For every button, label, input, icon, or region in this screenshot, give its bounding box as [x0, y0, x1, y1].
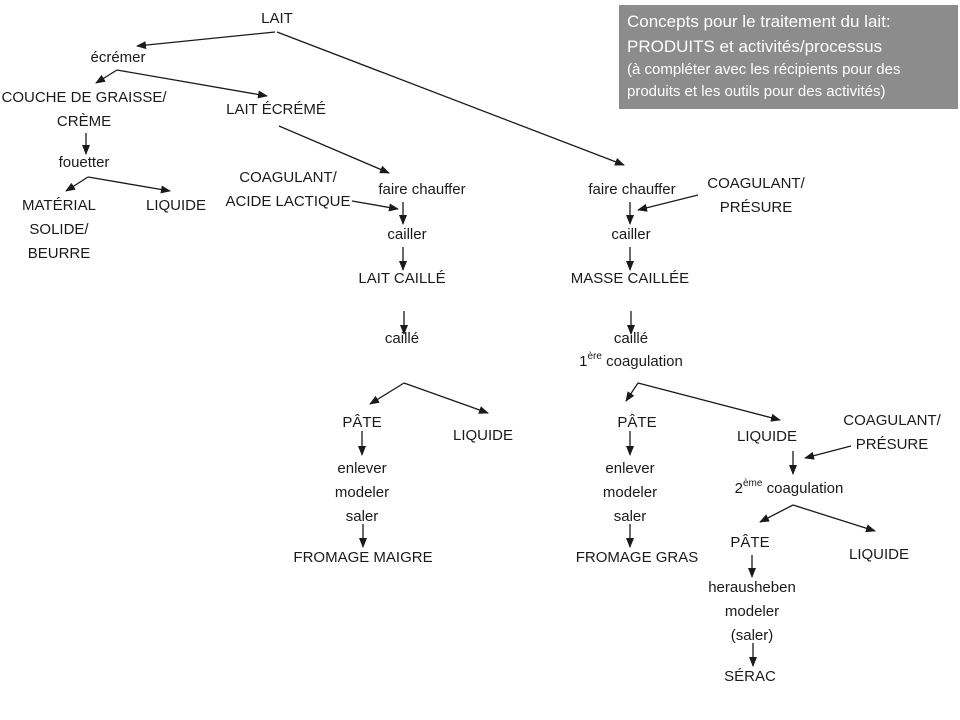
node-fromage-gras: FROMAGE GRAS: [575, 549, 699, 566]
legend-note-line2: produits et les outils pour des activité…: [627, 83, 886, 100]
edge-split-liquide-1: [403, 382, 489, 414]
edge-lait-faire-chauffer-2: [276, 31, 625, 166]
node-coag-acide-line2: ACIDE LACTIQUE: [225, 193, 351, 210]
edge-fouetter-materiel: [65, 176, 89, 192]
edge-split-pate-3: [759, 504, 794, 523]
node-coag-presure-1-line2: PRÉSURE: [719, 199, 793, 216]
node-masse-caillee: MASSE CAILLÉE: [570, 270, 690, 287]
node-serac: SÉRAC: [724, 668, 776, 685]
coagulation-2-text: coagulation: [762, 480, 844, 497]
node-liquide-2: LIQUIDE: [736, 428, 798, 445]
legend-title-line1: Concepts pour le traitement du lait:: [627, 12, 891, 31]
node-steps-3: herausheben modeler (saler): [708, 576, 796, 648]
node-materiel-solide: MATÉRIAL SOLIDE/ BEURRE: [22, 194, 96, 266]
node-lait: LAIT: [261, 10, 293, 27]
node-materiel-line3: BEURRE: [27, 245, 91, 262]
node-steps-2-line2: modeler: [602, 484, 658, 501]
node-caille-1: caillé: [384, 330, 420, 347]
node-coag-presure-2-line1: COAGULANT/: [843, 412, 941, 429]
coagulation-2-number: 2: [734, 480, 743, 497]
node-pate-1: PÂTE: [342, 414, 382, 431]
edge-coag-presure-2-coagulation-2: [804, 445, 852, 460]
node-steps-1: enlever modeler saler: [335, 457, 389, 529]
node-steps-3-line2: modeler: [724, 603, 780, 620]
node-cailler-2: cailler: [611, 226, 651, 243]
edge-ecremer-couche: [95, 69, 118, 84]
node-fouetter: fouetter: [58, 154, 110, 171]
node-lait-ecreme: LAIT ÉCRÉMÉ: [226, 101, 326, 118]
node-steps-2-line1: enlever: [605, 460, 655, 477]
node-steps-3-line1: herausheben: [708, 579, 796, 596]
edge-lait-ecreme-faire-chauffer-1: [278, 125, 390, 174]
edge-split-liquide-3: [792, 504, 876, 533]
coagulation-1-superscript: ère: [587, 351, 602, 362]
node-steps-1-line2: modeler: [334, 484, 390, 501]
node-coag-presure-2-line2: PRÉSURE: [855, 436, 929, 453]
node-coagulant-presure-1: COAGULANT/ PRÉSURE: [707, 172, 805, 220]
node-coagulation-1: 1ère coagulation: [579, 350, 683, 374]
node-steps-2-line3: saler: [613, 508, 647, 525]
node-steps-1-line3: saler: [345, 508, 379, 525]
node-materiel-line1: MATÉRIAL: [22, 197, 96, 214]
node-coag-acide-line1: COAGULANT/: [239, 169, 337, 186]
node-cailler-1: cailler: [387, 226, 427, 243]
node-faire-chauffer-1: faire chauffer: [378, 181, 466, 198]
edge-lait-ecremer: [136, 31, 276, 50]
node-fromage-maigre: FROMAGE MAIGRE: [293, 549, 433, 566]
node-pate-2: PÂTE: [617, 414, 657, 431]
node-coag-presure-1-line1: COAGULANT/: [707, 175, 805, 192]
edge-split-pate-2: [625, 382, 639, 402]
coagulation-1-text: coagulation: [601, 353, 683, 370]
node-couche-line2: CRÈME: [56, 113, 112, 130]
edge-coag-presure-1-cailler-2: [637, 194, 699, 212]
node-steps-2: enlever modeler saler: [603, 457, 657, 529]
node-faire-chauffer-2: faire chauffer: [588, 181, 676, 198]
node-pate-3: PÂTE: [730, 534, 770, 551]
node-coagulant-presure-2: COAGULANT/ PRÉSURE: [843, 409, 941, 457]
coagulation-2-superscript: ème: [742, 478, 763, 489]
node-steps-3-line3: (saler): [730, 627, 774, 644]
node-coagulant-acide-lactique: COAGULANT/ ACIDE LACTIQUE: [225, 166, 350, 214]
node-steps-1-line1: enlever: [337, 460, 387, 477]
node-couche-de-graisse: COUCHE DE GRAISSE/ CRÈME: [1, 86, 166, 134]
legend-note-line1: (à compléter avec les récipients pour de…: [627, 61, 901, 78]
node-materiel-line2: SOLIDE/: [29, 221, 89, 238]
legend-box: Concepts pour le traitement du lait: PRO…: [619, 5, 958, 109]
legend-title-line2: PRODUITS et activités/processus: [627, 37, 883, 56]
edge-split-liquide-2: [637, 382, 781, 422]
edge-ecremer-lait-ecreme: [116, 69, 268, 99]
node-ecremer: écrémer: [90, 49, 146, 66]
node-liquide-creme: LIQUIDE: [145, 197, 207, 214]
edge-split-pate-1: [369, 382, 405, 405]
node-couche-line1: COUCHE DE GRAISSE/: [1, 89, 167, 106]
node-lait-caille: LAIT CAILLÉ: [358, 270, 446, 287]
node-caille-2: caillé: [613, 330, 649, 347]
node-coagulation-2: 2ème coagulation: [735, 477, 844, 501]
node-liquide-1: LIQUIDE: [452, 427, 514, 444]
edge-coag-acide-cailler-1: [351, 200, 399, 212]
edge-fouetter-liquide: [87, 176, 171, 194]
node-liquide-3: LIQUIDE: [848, 546, 910, 563]
coagulation-1-number: 1: [579, 353, 588, 370]
